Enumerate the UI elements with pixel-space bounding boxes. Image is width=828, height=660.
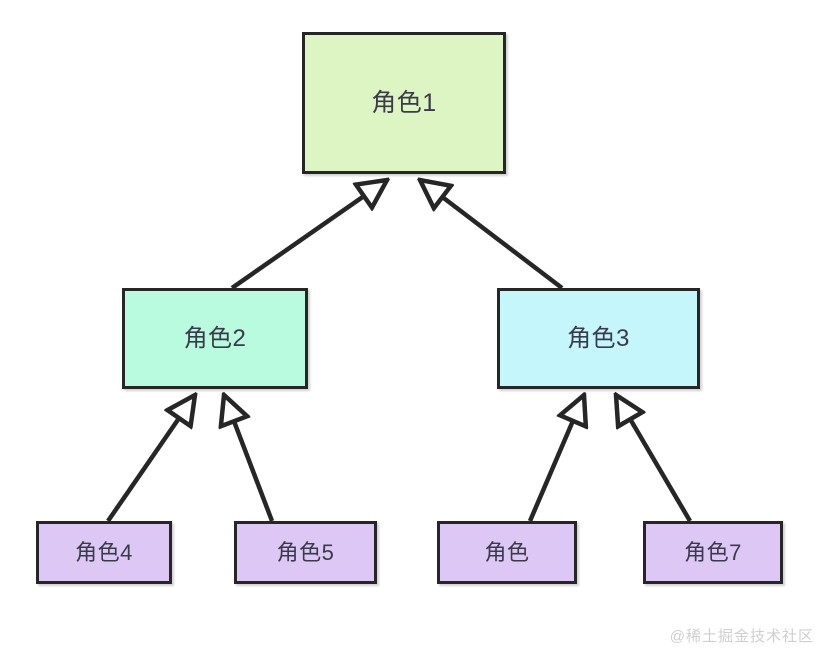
- node-role4[interactable]: 角色4: [36, 521, 172, 584]
- node-label: 角色7: [684, 539, 742, 565]
- node-label: 角色: [484, 539, 530, 565]
- node-role7[interactable]: 角色7: [643, 521, 783, 584]
- node-label: 角色1: [371, 88, 437, 117]
- edge-role3-to-role1: [420, 180, 564, 290]
- node-label: 角色2: [183, 324, 247, 352]
- watermark: @稀土掘金技术社区: [669, 628, 814, 645]
- edge-role6-to-role3: [527, 395, 584, 522]
- node-role5[interactable]: 角色5: [234, 521, 377, 584]
- edge-role4-to-role2: [106, 395, 195, 523]
- edge-role2-to-role1: [230, 180, 387, 290]
- node-label: 角色5: [276, 539, 335, 565]
- node-role1[interactable]: 角色1: [302, 32, 506, 174]
- edge-role5-to-role2: [224, 395, 275, 522]
- edge-role7-to-role3: [616, 395, 692, 523]
- node-role3[interactable]: 角色3: [497, 288, 700, 389]
- node-role6[interactable]: 角色: [437, 521, 577, 584]
- node-label: 角色4: [75, 539, 133, 565]
- node-role2[interactable]: 角色2: [122, 288, 308, 389]
- node-label: 角色3: [567, 324, 630, 352]
